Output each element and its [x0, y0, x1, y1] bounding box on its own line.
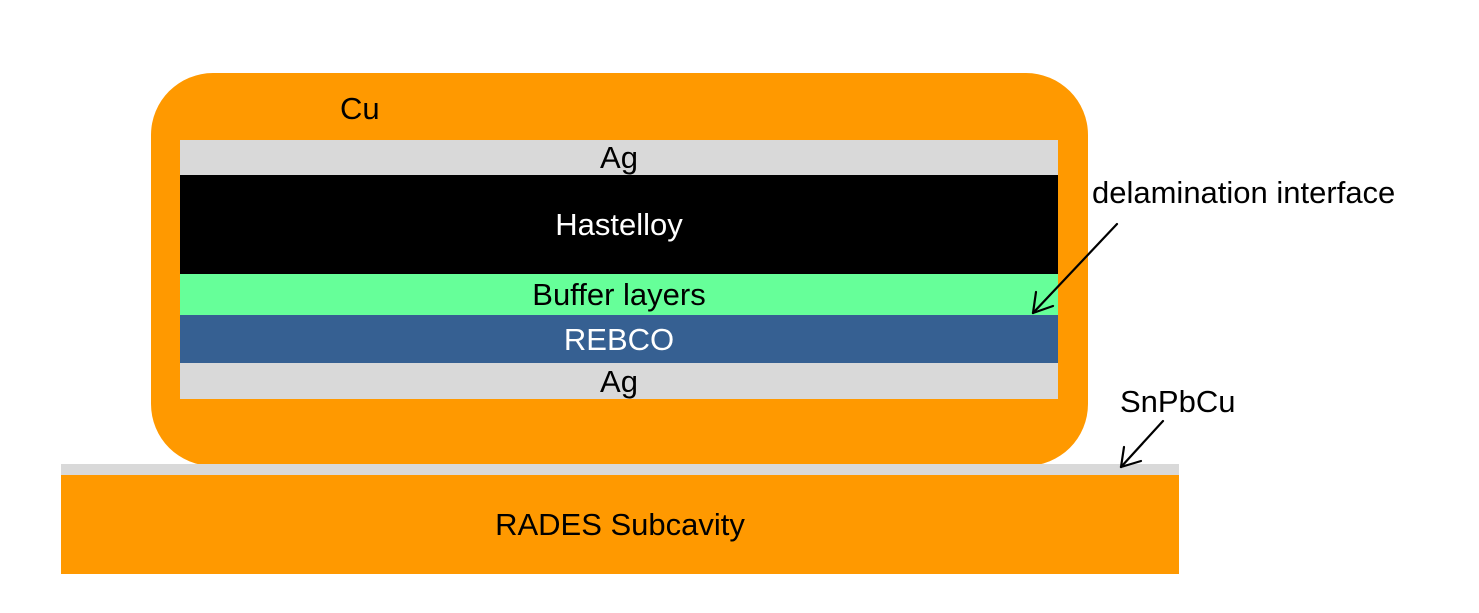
cu-label: Cu	[340, 91, 380, 126]
hastelloy-layer: Hastelloy	[180, 175, 1058, 274]
hastelloy-label: Hastelloy	[555, 207, 683, 242]
rebco-label: REBCO	[563, 321, 675, 357]
delamination-interface-label: delamination interface	[1092, 175, 1396, 210]
rebco-layer: REBCO	[180, 315, 1058, 363]
ag-top-layer: Ag	[180, 140, 1058, 175]
buffer-layer: Buffer layers	[180, 274, 1058, 315]
snpbcu-solder-layer	[61, 464, 1179, 475]
rades-subcavity: RADES Subcavity	[61, 475, 1179, 574]
ag-bottom-label: Ag	[600, 363, 638, 399]
snpbcu-arrow	[1119, 419, 1165, 469]
ag-bottom-layer: Ag	[180, 363, 1058, 399]
buffer-label: Buffer layers	[532, 277, 706, 312]
ag-top-label: Ag	[600, 140, 638, 175]
subcavity-label: RADES Subcavity	[495, 506, 745, 542]
snpbcu-label: SnPbCu	[1120, 384, 1236, 419]
